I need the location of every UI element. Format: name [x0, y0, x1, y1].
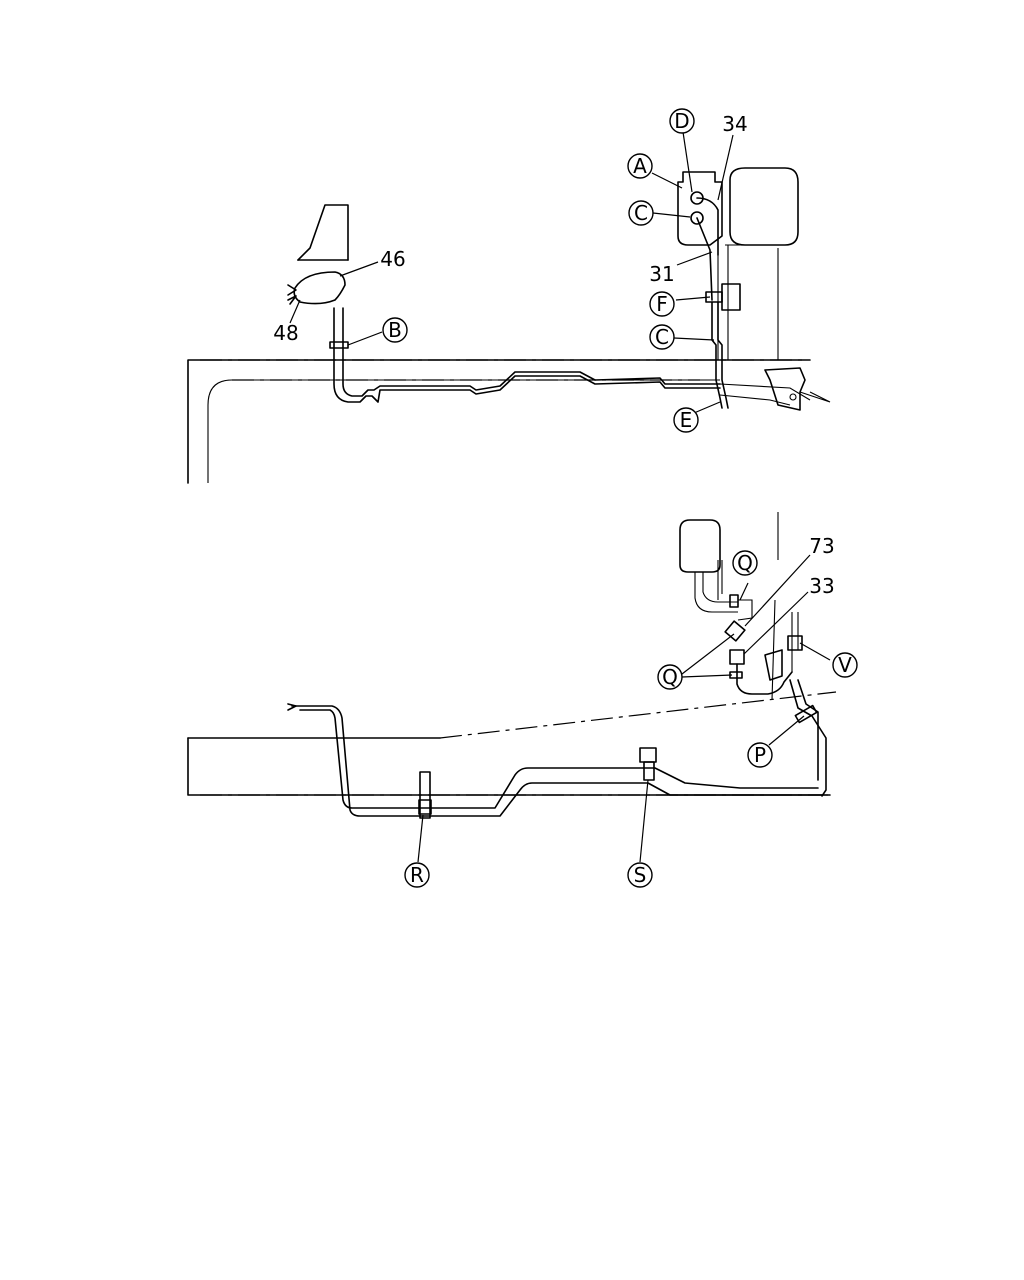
- callout-c-top: C: [628, 200, 654, 226]
- callout-e: E: [673, 407, 699, 433]
- callout-q-top-label: Q: [737, 551, 753, 575]
- callout-a: A: [627, 153, 653, 179]
- callout-r-label: R: [410, 863, 424, 887]
- fluid-reservoir: [287, 271, 346, 305]
- callout-b: B: [382, 317, 408, 343]
- bottom-brake-line: [287, 703, 823, 817]
- clamp-s-bracket: [639, 747, 657, 763]
- part-number-73: 73: [809, 534, 834, 558]
- callout-v: V: [832, 652, 858, 678]
- bottom-view: [187, 512, 837, 819]
- rear-bracket: [764, 367, 831, 411]
- callout-f-label: F: [656, 292, 668, 316]
- top-view: [187, 167, 831, 484]
- callout-c-top-label: C: [634, 201, 648, 225]
- callout-d-label: D: [674, 109, 689, 133]
- callout-s: S: [627, 862, 653, 888]
- part-number-48: 48: [273, 321, 298, 345]
- top-brake-line: [333, 307, 811, 406]
- clamp-r: [418, 799, 432, 815]
- cab-fragment: [297, 204, 349, 261]
- leader-lines: [289, 131, 831, 863]
- valve-q-top: [729, 594, 739, 608]
- callout-c-mid-label: C: [655, 325, 669, 349]
- master-cylinder-assembly: [677, 167, 799, 409]
- top-frame-rail: [187, 359, 811, 484]
- part-number-34: 34: [722, 112, 747, 136]
- right-brake-line: [736, 649, 827, 797]
- part-number-31: 31: [649, 262, 674, 286]
- clamp-s: [643, 761, 655, 781]
- part-number-33: 33: [809, 574, 834, 598]
- callout-b-label: B: [388, 318, 402, 342]
- callout-c-mid: C: [649, 324, 675, 350]
- callout-v-label: V: [838, 653, 852, 677]
- callout-p: P: [747, 742, 773, 768]
- sensor-v: [787, 612, 803, 672]
- part-number-46: 46: [380, 247, 405, 271]
- callout-q-bottom: Q: [657, 664, 683, 690]
- callout-s-label: S: [634, 863, 647, 887]
- brake-chamber: [679, 519, 753, 621]
- callout-r: R: [404, 862, 430, 888]
- valve-33: [729, 649, 745, 665]
- callout-q-top: Q: [732, 550, 758, 576]
- clamp-b: [329, 341, 349, 349]
- callout-d: D: [669, 108, 695, 134]
- callout-a-label: A: [633, 154, 647, 178]
- clamp-r-bracket: [419, 771, 431, 819]
- callout-e-label: E: [680, 408, 693, 432]
- callout-q-bottom-label: Q: [662, 665, 678, 689]
- callout-p-label: P: [754, 743, 766, 767]
- callout-f: F: [649, 291, 675, 317]
